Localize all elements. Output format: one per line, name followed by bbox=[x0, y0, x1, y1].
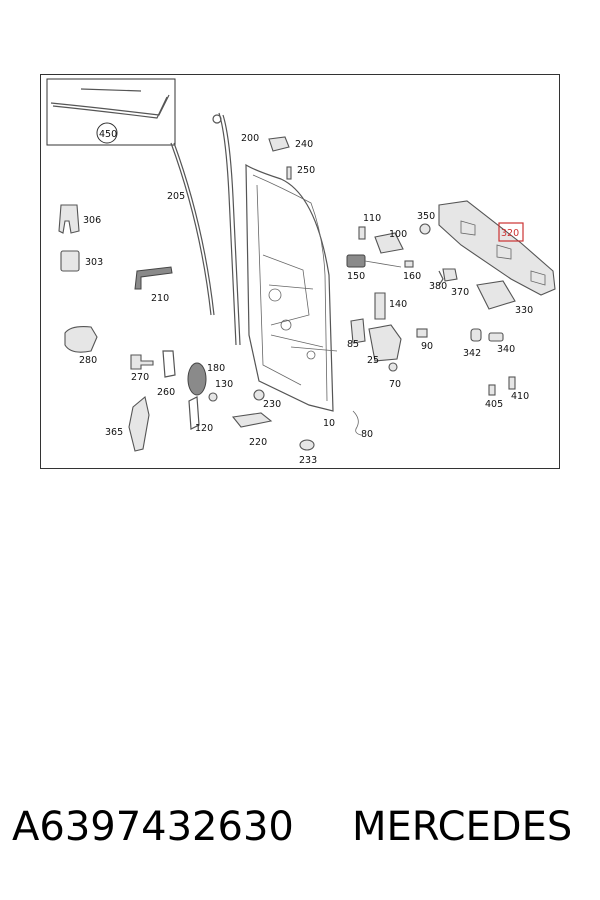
part-340-bulb-holder bbox=[488, 332, 504, 342]
part-180-grommet bbox=[187, 362, 207, 396]
part-25-lock bbox=[368, 324, 402, 362]
part-205-strip bbox=[170, 142, 212, 316]
part-270-screw bbox=[130, 354, 154, 370]
part-370-connector bbox=[442, 268, 458, 282]
part-70-bolt bbox=[388, 362, 398, 372]
label-140: 140 bbox=[389, 299, 407, 310]
part-140-hinge bbox=[374, 292, 386, 320]
part-number: A6397432630 bbox=[12, 804, 294, 850]
part-240-bracket bbox=[268, 136, 290, 152]
label-150: 150 bbox=[347, 271, 365, 282]
label-270: 270 bbox=[131, 372, 149, 383]
label-233: 233 bbox=[299, 455, 317, 466]
door-frame bbox=[245, 163, 334, 412]
label-320: 320 bbox=[501, 228, 519, 239]
part-85-bracket bbox=[350, 318, 366, 344]
label-330: 330 bbox=[515, 305, 533, 316]
label-100: 100 bbox=[389, 229, 407, 240]
parts-diagram-svg: 450 200 240 250 205 306 303 210 280 110 … bbox=[46, 78, 556, 466]
part-303-pad bbox=[60, 250, 80, 272]
label-380: 380 bbox=[429, 281, 447, 292]
label-110: 110 bbox=[363, 213, 381, 224]
label-205: 205 bbox=[167, 191, 185, 202]
label-120: 120 bbox=[195, 423, 213, 434]
part-306-clip bbox=[58, 204, 80, 234]
label-250: 250 bbox=[297, 165, 315, 176]
label-90: 90 bbox=[421, 341, 433, 352]
part-405-screw bbox=[488, 384, 496, 396]
label-25: 25 bbox=[367, 355, 379, 366]
part-233-cap bbox=[299, 439, 315, 451]
part-160-pin bbox=[404, 260, 414, 268]
footer: A6397432630 MERCEDES bbox=[0, 800, 600, 870]
brand-name: MERCEDES bbox=[352, 804, 573, 850]
label-80: 80 bbox=[361, 429, 373, 440]
label-210: 210 bbox=[151, 293, 169, 304]
parts-diagram: 450 200 240 250 205 306 303 210 280 110 … bbox=[40, 74, 560, 469]
part-280-cap bbox=[64, 326, 98, 353]
part-150-plate bbox=[346, 254, 366, 268]
part-365-handle bbox=[128, 395, 150, 452]
label-306: 306 bbox=[83, 215, 101, 226]
part-80-wire bbox=[352, 410, 362, 436]
part-90-bolt bbox=[416, 328, 428, 338]
part-120-latch bbox=[188, 396, 200, 430]
label-10: 10 bbox=[323, 418, 335, 429]
label-85: 85 bbox=[347, 339, 359, 350]
label-342: 342 bbox=[463, 348, 481, 359]
label-350: 350 bbox=[417, 211, 435, 222]
label-280: 280 bbox=[79, 355, 97, 366]
part-110-screw bbox=[358, 226, 366, 240]
label-160: 160 bbox=[403, 271, 421, 282]
inset-box-450 bbox=[46, 78, 176, 146]
part-350-cap bbox=[419, 223, 431, 235]
label-260: 260 bbox=[157, 387, 175, 398]
label-200: 200 bbox=[241, 133, 259, 144]
label-220: 220 bbox=[249, 437, 267, 448]
label-340: 340 bbox=[497, 344, 515, 355]
label-303: 303 bbox=[85, 257, 103, 268]
part-260-clip bbox=[162, 350, 176, 378]
part-220-plate bbox=[231, 412, 273, 428]
label-230: 230 bbox=[263, 399, 281, 410]
part-210-seal bbox=[134, 266, 173, 290]
part-100-handle bbox=[374, 232, 404, 254]
label-410: 410 bbox=[511, 391, 529, 402]
part-250-bolt bbox=[286, 166, 292, 180]
label-70: 70 bbox=[389, 379, 401, 390]
part-labels: 450 200 240 250 205 306 303 210 280 110 … bbox=[79, 129, 533, 466]
part-330-light bbox=[476, 280, 516, 310]
label-370: 370 bbox=[451, 287, 469, 298]
label-450: 450 bbox=[99, 129, 117, 140]
label-365: 365 bbox=[105, 427, 123, 438]
part-200-cable bbox=[218, 112, 237, 346]
label-130: 130 bbox=[215, 379, 233, 390]
part-130-plug bbox=[208, 392, 218, 402]
part-380-clip bbox=[438, 270, 444, 286]
label-240: 240 bbox=[295, 139, 313, 150]
label-405: 405 bbox=[485, 399, 503, 410]
part-230-bolt bbox=[253, 389, 265, 401]
label-320-highlight bbox=[498, 222, 524, 242]
part-410-screw bbox=[508, 376, 516, 390]
label-180: 180 bbox=[207, 363, 225, 374]
part-342-bulb bbox=[470, 328, 482, 342]
